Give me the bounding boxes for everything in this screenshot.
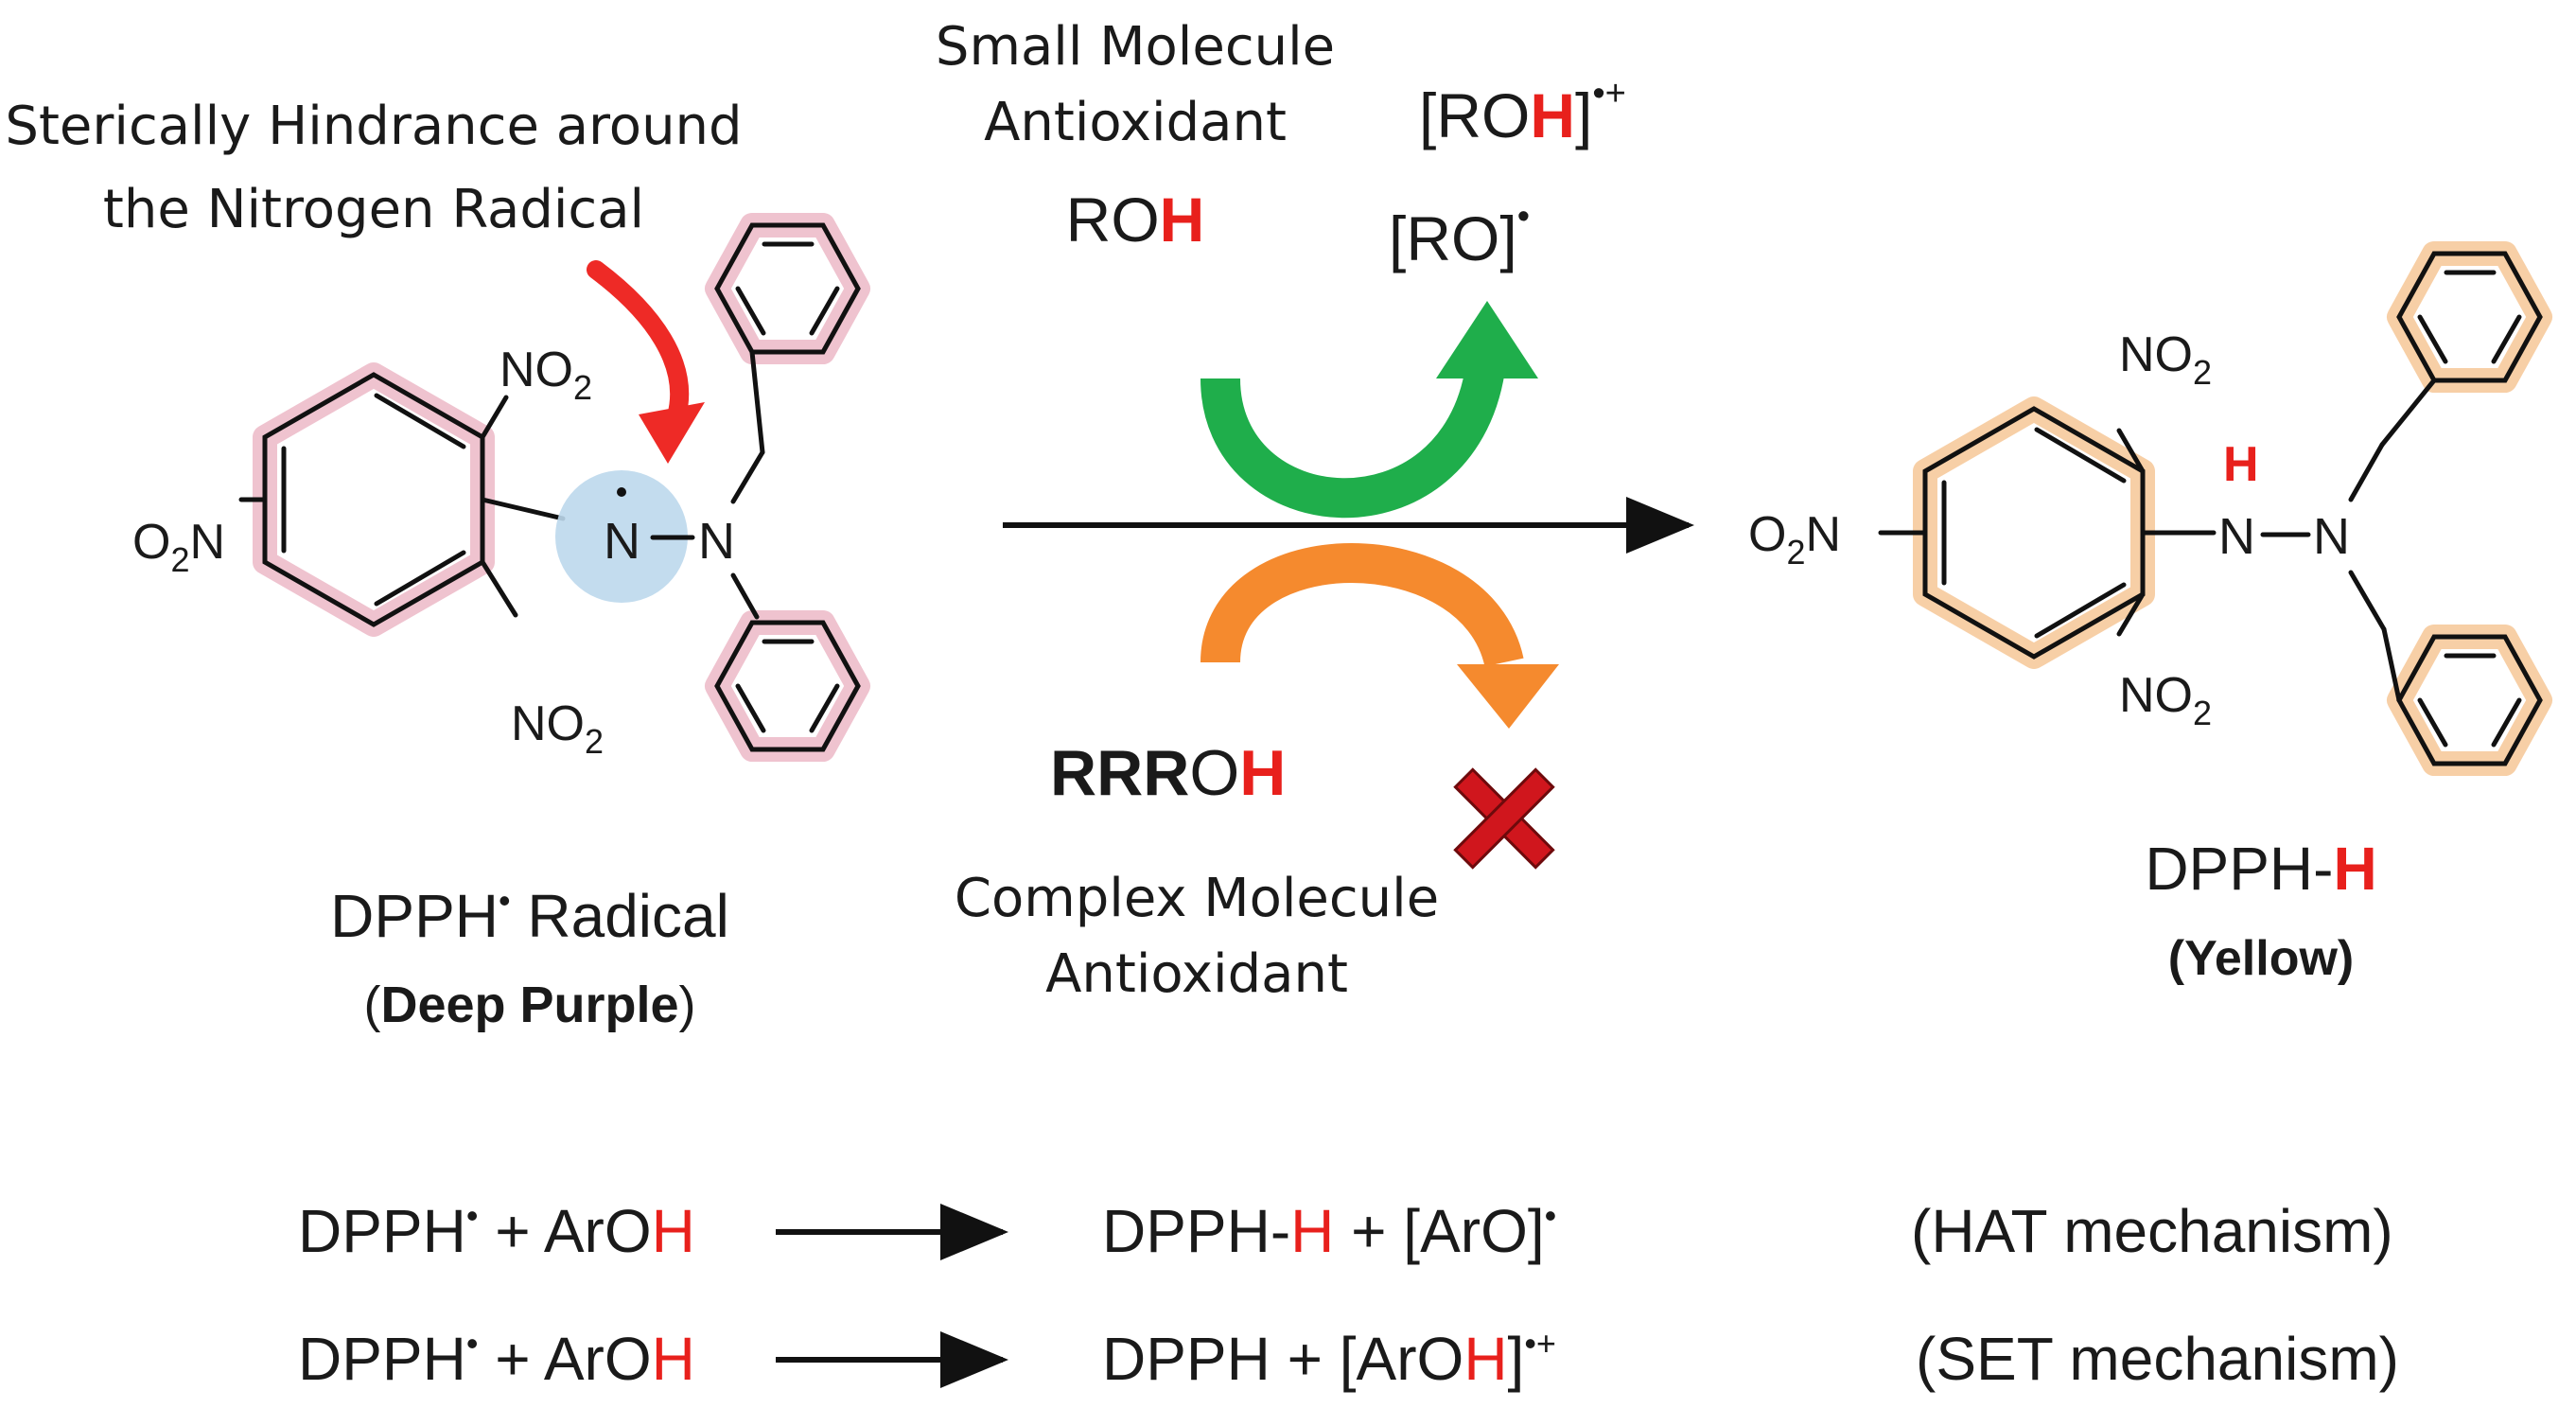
o2n-left-label: O2N xyxy=(132,515,225,579)
complex-molecule-pathway: RRROH Complex Molecule Antioxidant xyxy=(955,543,1559,1005)
hat-mechanism: (HAT mechanism) xyxy=(1911,1197,2393,1265)
dpph-radical-structure: NO2 NO2 O2N N N DPPH• Radical (Deep Purp… xyxy=(132,213,870,1033)
hat-lhs: DPPH• + ArOH xyxy=(298,1196,695,1265)
complex-molecule-formula: RRROH xyxy=(1050,737,1286,809)
orange-curved-arrow xyxy=(1200,543,1524,668)
red-x-icon xyxy=(1453,767,1555,870)
product-color: (Yellow) xyxy=(2168,931,2354,986)
amine-n-label: N xyxy=(698,513,735,570)
ring-halo-central-product xyxy=(1913,396,2155,669)
product-o2n-left: O2N xyxy=(1748,507,1841,572)
set-mechanism: (SET mechanism) xyxy=(1916,1325,2399,1393)
small-molecule-line1: Small Molecule xyxy=(936,16,1335,78)
small-molecule-formula: ROH xyxy=(1066,185,1205,255)
set-lhs: DPPH• + ArOH xyxy=(298,1324,695,1393)
green-curved-arrow xyxy=(1200,365,1505,519)
product-no2-top: NO2 xyxy=(2119,327,2212,392)
curved-red-arrow-icon xyxy=(587,260,690,426)
red-arrowhead xyxy=(639,402,705,464)
hat-rhs: DPPH-H + [ArO]• xyxy=(1102,1196,1556,1265)
small-molecule-line2: Antioxidant xyxy=(984,92,1287,153)
radical-dot xyxy=(617,487,626,497)
orange-arrowhead xyxy=(1457,664,1559,729)
complex-molecule-line2: Antioxidant xyxy=(1045,943,1348,1005)
no2-bottom-label: NO2 xyxy=(511,696,604,761)
reactant-name: DPPH• Radical xyxy=(330,881,729,950)
product-h-label: H xyxy=(2223,437,2259,492)
radical-product: [RO]• xyxy=(1389,197,1530,273)
dpph-h-structure: NO2 NO2 O2N H N N DPPH-H (Yellow) xyxy=(1748,241,2552,986)
product-n1: N xyxy=(2218,508,2255,565)
complex-molecule-line1: Complex Molecule xyxy=(955,868,1439,929)
set-equation: DPPH• + ArOH DPPH + [ArOH]•+ (SET mechan… xyxy=(298,1324,2399,1393)
radical-n-label: N xyxy=(604,513,640,570)
set-rhs: DPPH + [ArOH]•+ xyxy=(1102,1324,1556,1393)
reactant-color: (Deep Purple) xyxy=(363,977,695,1033)
hat-equation: DPPH• + ArOH DPPH-H + [ArO]• (HAT mechan… xyxy=(298,1196,2393,1265)
radical-halo xyxy=(555,470,688,603)
annotation-line2: the Nitrogen Radical xyxy=(103,179,644,240)
small-molecule-pathway: Small Molecule Antioxidant ROH [ROH]•+ [… xyxy=(936,16,1626,519)
cation-product: [ROH]•+ xyxy=(1419,74,1626,150)
product-name: DPPH-H xyxy=(2145,835,2376,903)
product-no2-bottom: NO2 xyxy=(2119,668,2212,732)
green-arrowhead xyxy=(1436,301,1538,378)
no2-top-label: NO2 xyxy=(499,343,592,407)
annotation-line1: Sterically Hindrance around xyxy=(5,96,742,157)
product-n2: N xyxy=(2313,508,2350,565)
ring-halo-central xyxy=(253,362,495,637)
steric-annotation: Sterically Hindrance around the Nitrogen… xyxy=(5,96,743,464)
